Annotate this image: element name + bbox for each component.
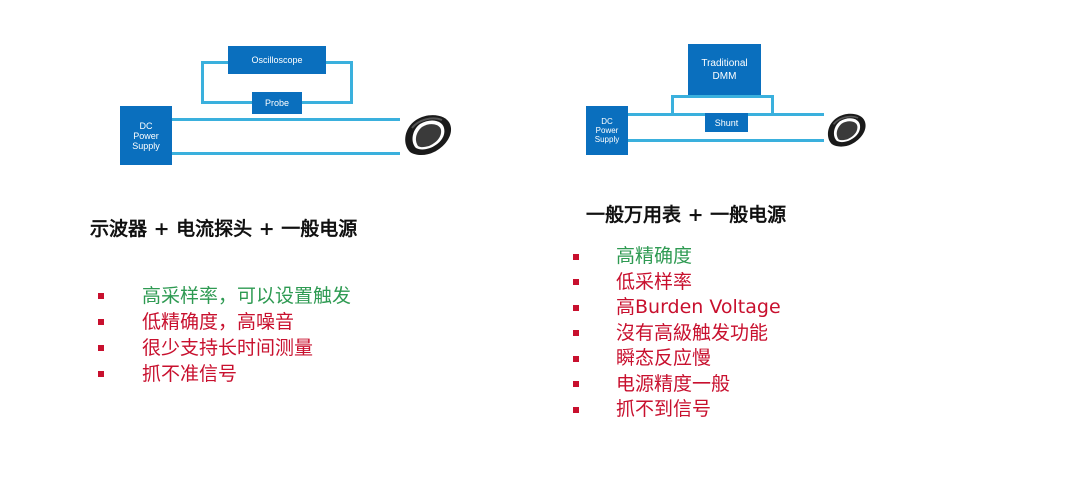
left-item: 很少支持长时间测量 — [98, 335, 351, 361]
right-dmm-loop-left — [671, 95, 674, 115]
right-item-text: 瞬态反应慢 — [616, 347, 712, 369]
bullet-marker — [98, 293, 104, 299]
left-bottom-wire — [172, 152, 400, 155]
right-heading: 一般万用表 + 一般电源 — [586, 204, 787, 226]
left-heading: 示波器 + 电流探头 + 一般电源 — [90, 218, 358, 240]
right-item-text: 低采样率 — [616, 270, 693, 293]
left-item: 低精确度，高噪音 — [98, 309, 351, 335]
right-item-text: 高精确度 — [616, 245, 693, 267]
traditional-dmm-label: Traditional DMM — [701, 57, 748, 82]
right-item: 低采样率 — [573, 270, 781, 296]
right-item: 沒有高級触发功能 — [573, 321, 781, 347]
left-dc-supply-label: DC Power Supply — [132, 120, 160, 151]
right-item-text: 电源精度一般 — [616, 372, 731, 395]
bullet-marker — [573, 279, 579, 286]
left-item: 抓不准信号 — [98, 361, 351, 387]
probe-label: Probe — [264, 98, 290, 108]
bullet-marker — [573, 253, 579, 260]
left-top-wire — [172, 118, 400, 121]
left-characteristics-list: 高采样率，可以设置触发 低精确度，高噪音 很少支持长时间测量 抓不准信号 — [98, 283, 351, 387]
right-dc-supply-box: DC Power Supply — [586, 106, 628, 155]
bullet-marker — [573, 330, 579, 337]
left-item-text: 抓不准信号 — [142, 363, 238, 385]
bullet-marker — [98, 319, 104, 325]
left-item-text: 低精确度，高噪音 — [142, 311, 295, 333]
measurement-diagrams: Oscilloscope Probe DC Power Supply Tradi… — [0, 0, 1080, 200]
bullet-marker — [573, 355, 579, 362]
right-item: 瞬态反应慢 — [573, 346, 781, 372]
shunt-box: Shunt — [705, 113, 748, 132]
right-item-text: 抓不到信号 — [616, 398, 712, 420]
left-item-text: 很少支持长时间测量 — [142, 337, 314, 359]
bullet-marker — [573, 304, 579, 311]
bullet-marker — [98, 371, 104, 377]
oscilloscope-box: Oscilloscope — [228, 46, 326, 74]
shunt-label: Shunt — [714, 117, 739, 128]
right-characteristics-list: 高精确度 低采样率 高Burden Voltage 沒有高級触发功能 瞬态反应慢… — [573, 244, 781, 423]
left-item: 高采样率，可以设置触发 — [98, 283, 351, 309]
left-scope-loop-left — [201, 61, 204, 104]
bullet-marker — [573, 406, 579, 413]
right-item: 抓不到信号 — [573, 397, 781, 423]
right-bottom-wire — [628, 139, 824, 142]
probe-box: Probe — [252, 92, 302, 114]
traditional-dmm-box: Traditional DMM — [688, 44, 761, 95]
right-item-text: 沒有高級触发功能 — [616, 321, 769, 344]
left-scope-loop-right — [350, 61, 353, 104]
left-wristband-icon — [405, 115, 452, 155]
left-item-text: 高采样率，可以设置触发 — [142, 285, 352, 307]
right-item-text: 高Burden Voltage — [616, 296, 781, 318]
right-wristband-icon — [827, 113, 866, 147]
bullet-marker — [573, 381, 579, 388]
right-dmm-loop-top — [671, 95, 774, 98]
oscilloscope-label: Oscilloscope — [251, 55, 303, 65]
right-item: 高精确度 — [573, 244, 781, 270]
right-item: 高Burden Voltage — [573, 295, 781, 321]
bullet-marker — [98, 345, 104, 351]
right-item: 电源精度一般 — [573, 372, 781, 398]
right-dc-supply-label: DC Power Supply — [594, 117, 620, 144]
right-dmm-loop-right — [771, 95, 774, 115]
left-dc-supply-box: DC Power Supply — [120, 106, 172, 165]
